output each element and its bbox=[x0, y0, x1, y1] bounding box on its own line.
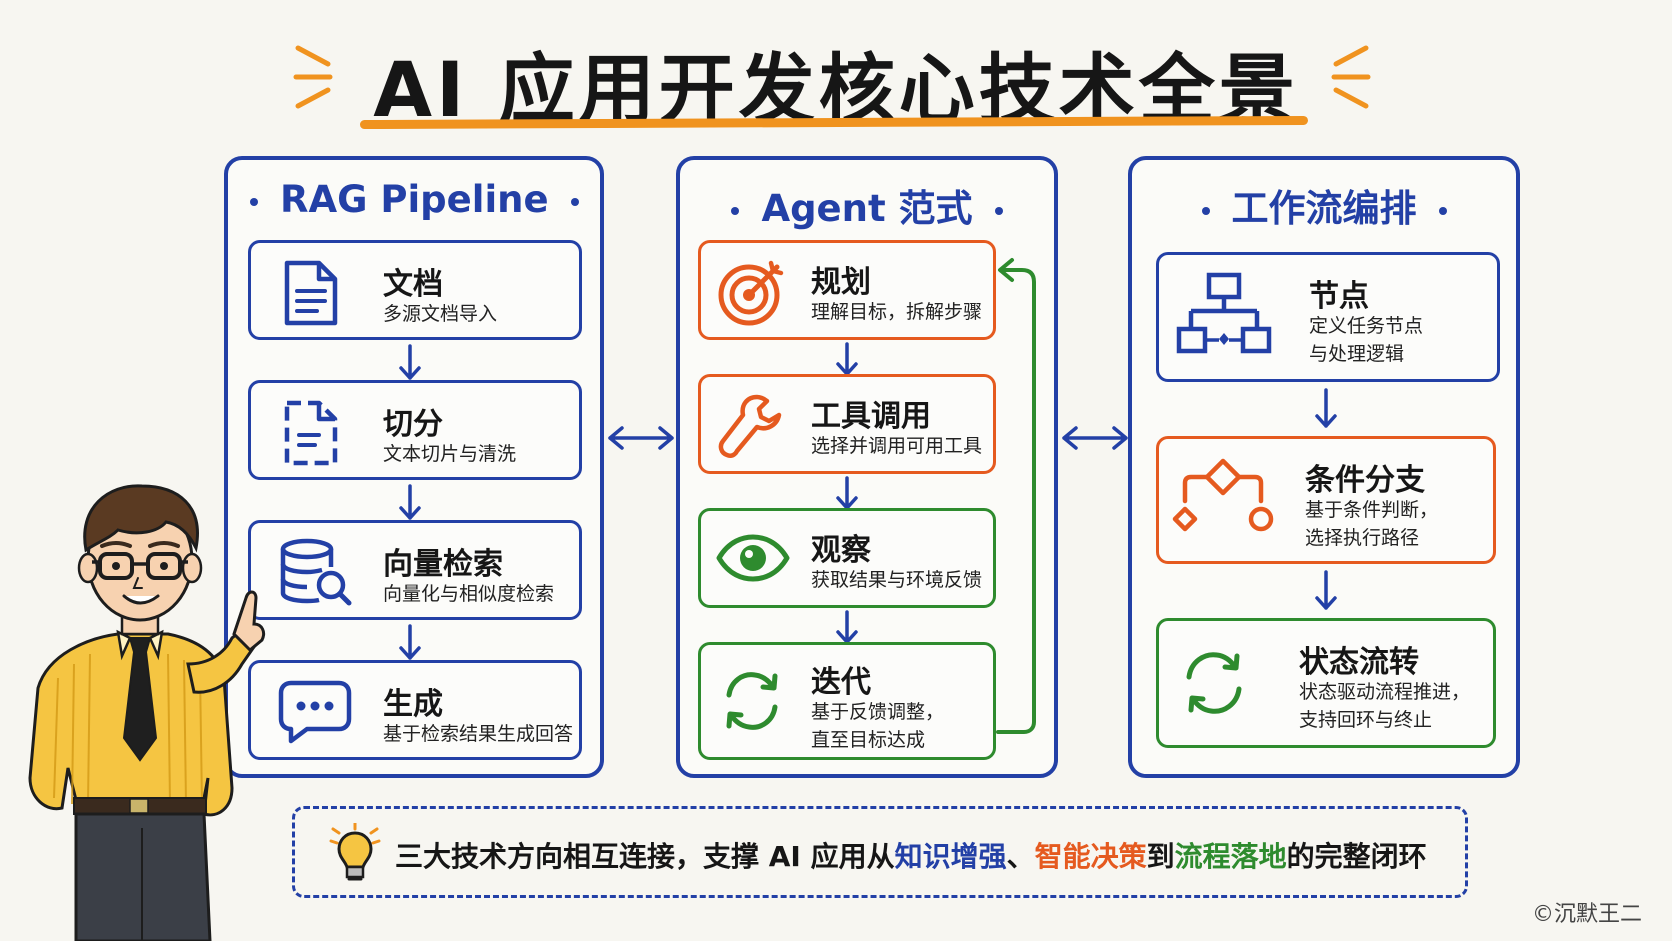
down-arrow-icon bbox=[836, 610, 858, 644]
summary-suffix: 的完整闭环 bbox=[1286, 840, 1427, 873]
card-desc: 直至目标达成 bbox=[811, 729, 926, 751]
panel-title-text: Agent 范式 bbox=[761, 187, 973, 230]
copyright-text: ©沉默王二 bbox=[1531, 902, 1642, 927]
developer-avatar-illustration bbox=[28, 484, 266, 941]
down-arrow-icon bbox=[836, 476, 858, 510]
right-spark-icon bbox=[1331, 45, 1371, 109]
card-conditional-branch: 条件分支 基于条件判断， 选择执行路径 bbox=[1156, 436, 1496, 564]
bullet-dot bbox=[570, 197, 579, 206]
summary-separator: 、 bbox=[1006, 840, 1035, 873]
card-desc: 文本切片与清洗 bbox=[383, 443, 517, 465]
card-desc: 定义任务节点 bbox=[1309, 315, 1424, 337]
card-desc: 获取结果与环境反馈 bbox=[811, 569, 983, 591]
card-desc: 基于条件判断， bbox=[1305, 499, 1439, 521]
down-arrow-icon bbox=[1315, 570, 1337, 610]
document-icon bbox=[284, 260, 338, 326]
card-planning: 规划 理解目标，拆解步骤 bbox=[698, 240, 996, 340]
down-arrow-icon bbox=[399, 344, 421, 380]
summary-text: 三大技术方向相互连接，支撑 AI 应用从知识增强、智能决策到流程落地的完整闭环 bbox=[395, 835, 1427, 875]
card-title: 条件分支 bbox=[1305, 463, 1425, 498]
card-iterate: 迭代 基于反馈调整， 直至目标达成 bbox=[698, 642, 996, 760]
panel-title: RAG Pipeline bbox=[228, 178, 600, 221]
card-desc: 理解目标，拆解步骤 bbox=[811, 301, 983, 323]
card-desc: 向量化与相似度检索 bbox=[383, 583, 555, 605]
bullet-dot bbox=[994, 206, 1003, 215]
card-generate: 生成 基于检索结果生成回答 bbox=[248, 660, 582, 760]
eye-icon bbox=[716, 534, 790, 582]
cycle-icon bbox=[1186, 652, 1242, 714]
lightbulb-icon bbox=[329, 823, 381, 881]
bullet-dot bbox=[1438, 206, 1447, 215]
card-observe: 观察 获取结果与环境反馈 bbox=[698, 508, 996, 608]
bullet-dot bbox=[250, 197, 258, 206]
card-title: 迭代 bbox=[811, 665, 871, 700]
highlight-knowledge: 知识增强 bbox=[894, 840, 1007, 873]
down-arrow-icon bbox=[1315, 388, 1337, 428]
card-title: 规划 bbox=[811, 265, 871, 300]
card-title: 文档 bbox=[383, 267, 443, 302]
bidirectional-arrow-icon bbox=[1062, 426, 1128, 450]
card-desc: 支持回环与终止 bbox=[1299, 709, 1433, 731]
card-vector-search: 向量检索 向量化与相似度检索 bbox=[248, 520, 582, 620]
card-title: 节点 bbox=[1309, 279, 1369, 314]
branch-icon bbox=[1172, 458, 1274, 532]
card-state-transition: 状态流转 状态驱动流程推进， 支持回环与终止 bbox=[1156, 618, 1496, 748]
card-desc: 基于反馈调整， bbox=[811, 701, 945, 723]
card-title: 生成 bbox=[383, 687, 443, 722]
panel-title: Agent 范式 bbox=[680, 178, 1054, 232]
summary-to: 到 bbox=[1146, 840, 1175, 873]
card-title: 切分 bbox=[383, 407, 443, 442]
card-desc: 与处理逻辑 bbox=[1309, 343, 1405, 365]
down-arrow-icon bbox=[399, 624, 421, 660]
card-title: 向量检索 bbox=[383, 547, 503, 582]
refresh-icon bbox=[726, 672, 778, 730]
card-desc: 多源文档导入 bbox=[383, 303, 498, 325]
panel-title-text: RAG Pipeline bbox=[280, 178, 549, 221]
card-desc: 选择执行路径 bbox=[1305, 527, 1420, 549]
target-icon bbox=[718, 260, 784, 326]
highlight-decision: 智能决策 bbox=[1034, 840, 1147, 873]
database-search-icon bbox=[280, 538, 352, 606]
card-split: 切分 文本切片与清洗 bbox=[248, 380, 582, 480]
panel-workflow: 工作流编排 节点 定义任务节点 与处理逻辑 条件分支 基于条件判断， 选择执行路… bbox=[1128, 156, 1520, 778]
bullet-dot bbox=[1201, 206, 1210, 215]
panel-rag-pipeline: RAG Pipeline 文档 多源文档导入 切分 文本切片与清洗 向量检 bbox=[224, 156, 604, 778]
split-document-icon bbox=[284, 400, 338, 466]
left-spark-icon bbox=[293, 45, 333, 109]
card-title: 工具调用 bbox=[811, 399, 931, 434]
panel-title-text: 工作流编排 bbox=[1231, 187, 1417, 230]
panel-agent: Agent 范式 规划 理解目标，拆解步骤 工具调用 选择并调用可用工具 观察 … bbox=[676, 156, 1058, 778]
flowchart-icon bbox=[1176, 272, 1272, 354]
card-document: 文档 多源文档导入 bbox=[248, 240, 582, 340]
bullet-dot bbox=[731, 206, 740, 215]
card-desc: 状态驱动流程推进， bbox=[1299, 681, 1471, 703]
down-arrow-icon bbox=[399, 484, 421, 520]
card-title: 观察 bbox=[811, 533, 871, 568]
summary-prefix: 三大技术方向相互连接，支撑 AI 应用从 bbox=[395, 840, 895, 873]
wrench-icon bbox=[718, 394, 782, 459]
bidirectional-arrow-icon bbox=[608, 426, 674, 450]
card-desc: 基于检索结果生成回答 bbox=[383, 723, 574, 745]
feedback-loop-arrow-icon bbox=[996, 258, 1036, 734]
panel-title: 工作流编排 bbox=[1132, 178, 1516, 232]
highlight-process: 流程落地 bbox=[1174, 840, 1287, 873]
card-title: 状态流转 bbox=[1299, 645, 1419, 680]
card-node: 节点 定义任务节点 与处理逻辑 bbox=[1156, 252, 1500, 382]
summary-box: 三大技术方向相互连接，支撑 AI 应用从知识增强、智能决策到流程落地的完整闭环 bbox=[292, 806, 1468, 898]
chat-bubble-icon bbox=[278, 680, 352, 744]
card-tool-call: 工具调用 选择并调用可用工具 bbox=[698, 374, 996, 474]
card-desc: 选择并调用可用工具 bbox=[811, 435, 983, 457]
down-arrow-icon bbox=[836, 342, 858, 376]
